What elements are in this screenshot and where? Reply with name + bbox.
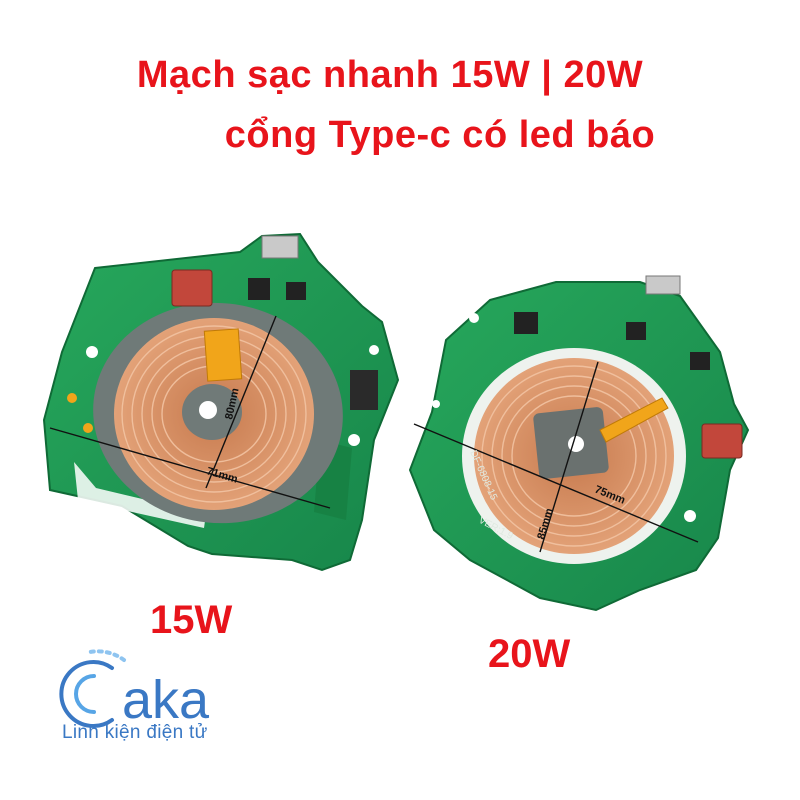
title-line-1: Mạch sạc nhanh 15W | 20W <box>136 54 644 96</box>
label-20w: 20W <box>488 632 571 676</box>
board-15w: 80mm 71mm <box>42 232 400 572</box>
board-20w: 85mm 75mm DF-6808-15 VER:1.9 <box>408 275 750 612</box>
title-line-2: cổng Type-c có led báo <box>224 114 656 156</box>
logo-brand: aka <box>122 670 210 730</box>
caka-logo: aka <box>59 649 210 730</box>
label-15w: 15W <box>150 598 233 642</box>
logo-tagline: Linh kiện điện tử <box>62 722 208 743</box>
